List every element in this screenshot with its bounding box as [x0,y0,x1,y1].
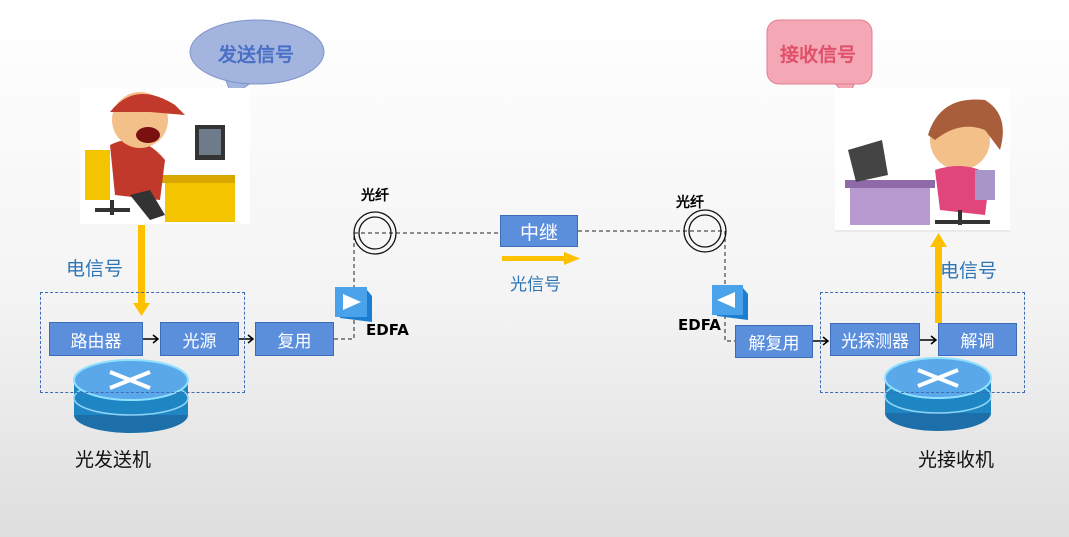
optical-signal-arrow [502,252,580,265]
light-source-block: 光源 [160,322,239,356]
transmitter-group [40,292,245,393]
receive-bubble-text: 接收信号 [780,44,857,66]
sender-electrical-signal-label: 电信号 [66,258,124,280]
router-left-icon [73,359,189,433]
demodulator-block: 解调 [938,323,1017,356]
edfa-left-label: EDFA [366,321,409,339]
send-bubble-text: 发送信号 [218,44,295,66]
receiver-group [820,292,1025,393]
electrical-signal-arrow-up [930,233,947,323]
edfa-right-label: EDFA [678,316,721,334]
fiber-path [334,230,735,342]
fiber-coil-left-icon [353,211,397,255]
fiber-coil-right-icon [683,209,727,253]
router-right-icon [884,357,992,431]
sender-person-illustration [80,88,250,224]
photodetector-block: 光探测器 [830,323,920,356]
fiber-right-label: 光纤 [676,195,704,211]
electrical-signal-arrow-down [133,225,150,316]
receiver-label: 光接收机 [918,449,995,471]
relay-block: 中继 [500,215,578,247]
fiber-left-label: 光纤 [361,188,389,204]
optical-signal-label: 光信号 [510,275,561,295]
edfa-left-icon [335,287,372,322]
transmitter-label: 光发送机 [75,449,152,471]
receiver-person-illustration [835,88,1010,232]
demultiplexer-block: 解复用 [735,325,813,358]
multiplexer-block: 复用 [255,322,334,356]
receiver-electrical-signal-label: 电信号 [940,260,998,282]
router-block: 路由器 [49,322,143,356]
edfa-right-icon [712,285,748,320]
